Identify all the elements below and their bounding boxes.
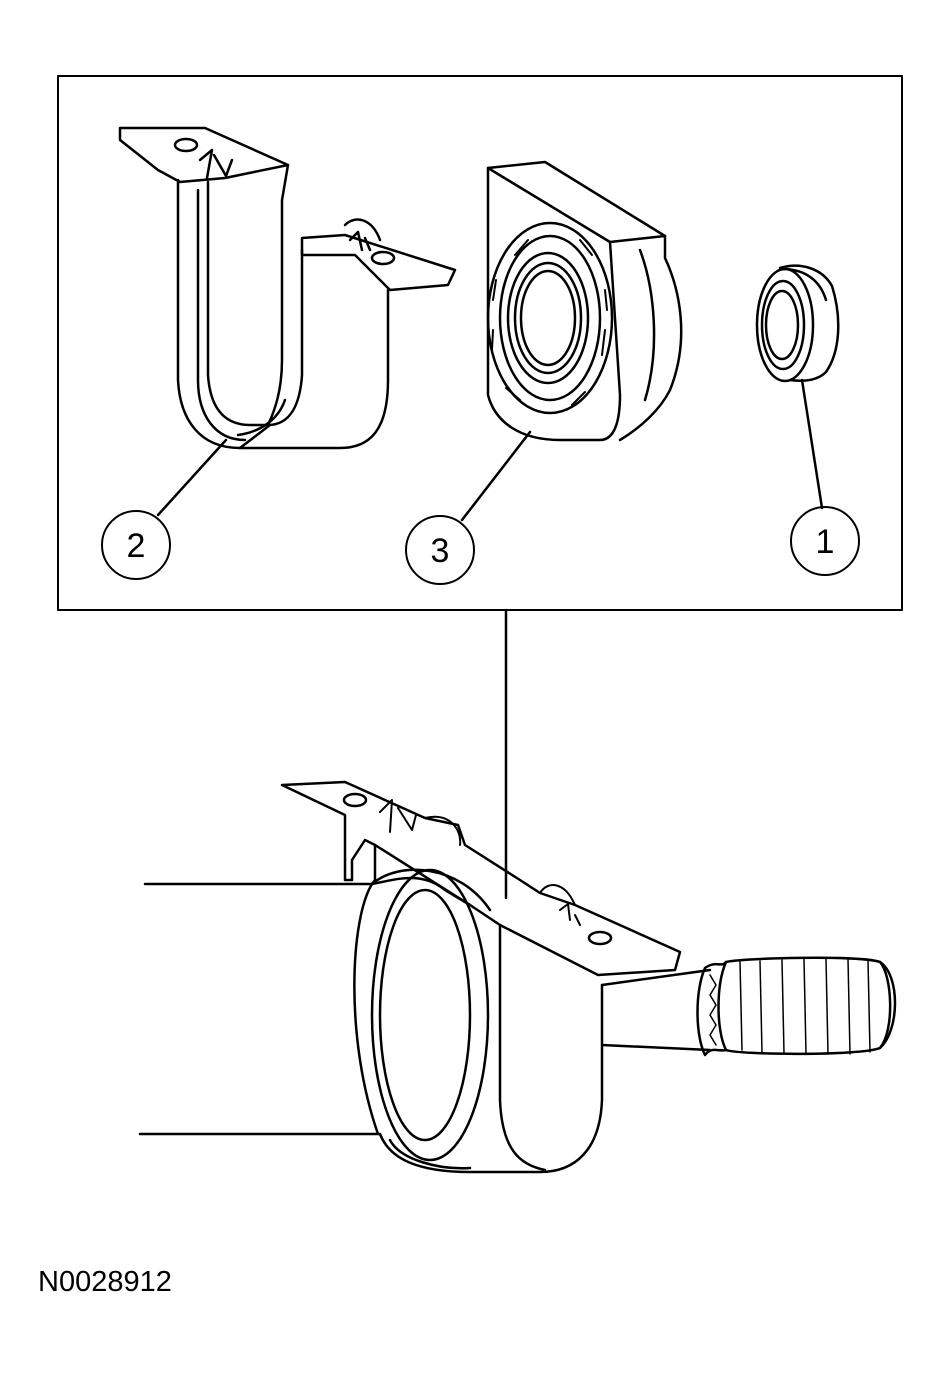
- center-bearing-part: [486, 160, 683, 442]
- callout-3: 3: [405, 430, 532, 585]
- callout-3-label: 3: [431, 532, 450, 570]
- callout-2: 2: [101, 438, 228, 580]
- callout-1: 1: [790, 378, 860, 576]
- callout-1-label: 1: [816, 523, 835, 561]
- callout-2-label: 2: [127, 527, 146, 565]
- assembly-view: [138, 780, 897, 1174]
- bracket-part: [118, 126, 457, 450]
- inset-frame: [57, 75, 903, 611]
- bearing-insert-part: [755, 264, 840, 383]
- figure-code: N0028912: [38, 1266, 172, 1298]
